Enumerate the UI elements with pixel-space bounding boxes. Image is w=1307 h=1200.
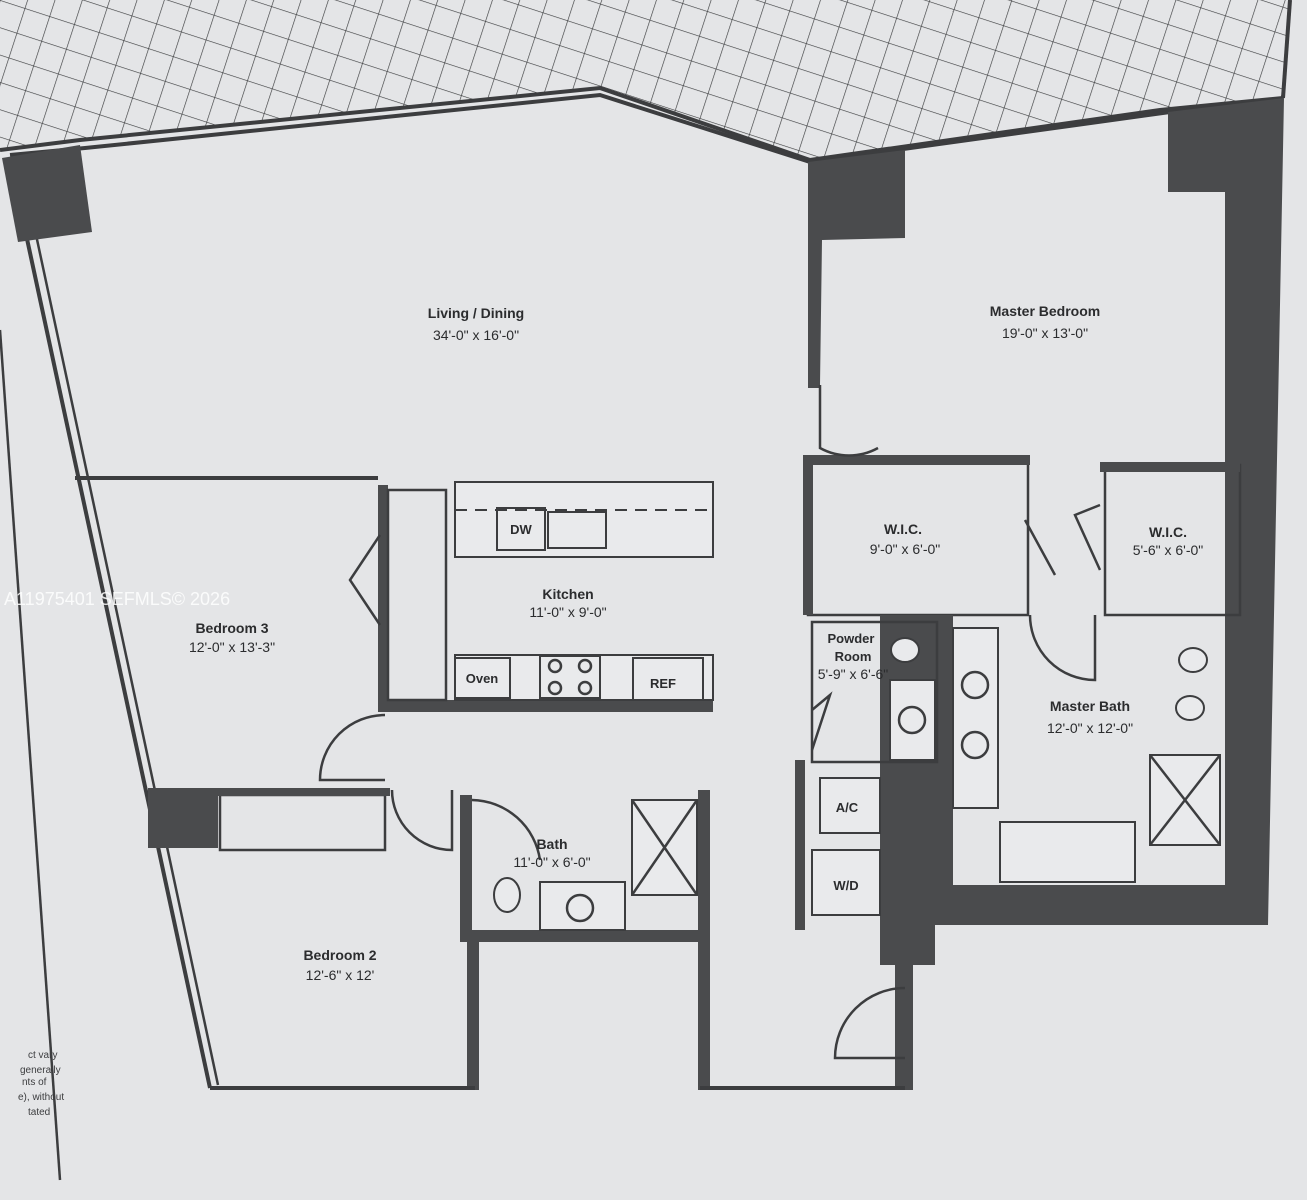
wall-bedroom2-top bbox=[215, 788, 390, 796]
bedroom2-dims: 12'-6" x 12' bbox=[306, 967, 375, 983]
oven[interactable] bbox=[454, 657, 511, 699]
toilet-icon bbox=[1178, 647, 1208, 673]
door-powder[interactable] bbox=[810, 691, 833, 751]
wall-wic-top bbox=[805, 455, 1030, 465]
master-vanity[interactable] bbox=[952, 627, 999, 809]
bedroom3-dims: 12'-0" x 13'-3" bbox=[189, 639, 275, 655]
exterior-glass-wall-left bbox=[8, 159, 212, 1089]
svg-text:nts of: nts of bbox=[22, 1077, 47, 1088]
door-wic1[interactable] bbox=[1023, 519, 1057, 576]
wall-bath-bottom bbox=[460, 930, 710, 942]
bath-dims: 11'-0" x 6'-0" bbox=[513, 854, 590, 870]
master-bedroom-dims: 19'-0" x 13'-0" bbox=[1002, 325, 1088, 341]
kitchen-dims: 11'-0" x 9'-0" bbox=[529, 604, 606, 620]
wall-kitchen-left bbox=[378, 485, 388, 710]
wall-bedroom2-right bbox=[467, 940, 479, 1090]
bidet-icon bbox=[1175, 695, 1205, 721]
wall-kitchen-bottom bbox=[378, 700, 713, 712]
balcony-edge bbox=[1281, 0, 1292, 99]
master-bedroom-label: Master Bedroom bbox=[990, 303, 1100, 319]
toilet-icon bbox=[493, 877, 521, 913]
powder-room-dims: 5'-9" x 6'-6" bbox=[818, 666, 889, 682]
refrigerator[interactable] bbox=[632, 657, 704, 701]
wic2-label: W.I.C. bbox=[1149, 524, 1187, 540]
living-dining-label: Living / Dining bbox=[428, 305, 524, 321]
master-bath-dims: 12'-0" x 12'-0" bbox=[1047, 720, 1133, 736]
bedroom2-label: Bedroom 2 bbox=[303, 947, 376, 963]
glass-wall-inner bbox=[18, 159, 220, 1086]
master-tub[interactable] bbox=[999, 821, 1136, 883]
wall-master-bath-bottom bbox=[935, 885, 1240, 925]
door-master-bedroom[interactable] bbox=[818, 385, 879, 457]
ac-closet[interactable] bbox=[819, 777, 881, 834]
column-top-right bbox=[1168, 98, 1284, 925]
balcony-railing bbox=[0, 85, 1284, 163]
powder-room-label-2: Room bbox=[835, 649, 872, 664]
wall-living-master bbox=[808, 238, 820, 388]
wall-wic2-top bbox=[1100, 462, 1240, 472]
bath-label: Bath bbox=[536, 836, 567, 852]
ac-label: A/C bbox=[836, 800, 859, 815]
living-dining-dims: 34'-0" x 16'-0" bbox=[433, 327, 519, 343]
dishwasher[interactable] bbox=[496, 507, 546, 551]
powder-vanity[interactable] bbox=[889, 679, 936, 761]
wic1-dims: 9'-0" x 6'-0" bbox=[870, 541, 941, 557]
kitchen-sink[interactable] bbox=[547, 511, 607, 549]
wall-wd-left bbox=[795, 760, 805, 930]
bedroom3-closet bbox=[386, 488, 448, 702]
powder-room-outline bbox=[810, 620, 939, 764]
service-core bbox=[880, 615, 935, 965]
sink-icon bbox=[960, 670, 990, 700]
door-bath[interactable] bbox=[471, 798, 542, 861]
toilet-icon bbox=[890, 637, 920, 663]
bedroom3-label: Bedroom 3 bbox=[195, 620, 268, 636]
shower-x bbox=[630, 799, 699, 896]
burner-icon bbox=[577, 658, 593, 674]
exterior-wall-right bbox=[1225, 185, 1243, 925]
wic1-outline bbox=[806, 458, 1030, 617]
bath-vanity[interactable] bbox=[539, 881, 626, 931]
wic2-dims: 5'-6" x 6'-0" bbox=[1133, 542, 1204, 558]
svg-text:ct vary: ct vary bbox=[28, 1050, 57, 1061]
wall-bath-left bbox=[460, 795, 472, 940]
wic2-outline bbox=[1103, 463, 1242, 617]
powder-room-label-1: Powder bbox=[828, 631, 875, 646]
oven-label: Oven bbox=[466, 671, 499, 686]
wic1-label: W.I.C. bbox=[884, 521, 922, 537]
mls-watermark: A11975401 SEFMLS© 2026 bbox=[4, 589, 230, 609]
shower-x bbox=[1149, 754, 1221, 846]
door-entry[interactable] bbox=[833, 986, 906, 1060]
sink-icon bbox=[565, 893, 595, 923]
column-top-left bbox=[2, 145, 92, 242]
kitchen-label: Kitchen bbox=[542, 586, 593, 602]
burner-icon bbox=[547, 658, 563, 674]
wall-entry-bottom bbox=[895, 925, 913, 1090]
burner-icon bbox=[547, 680, 563, 696]
wd-closet[interactable] bbox=[811, 849, 881, 916]
exterior-edge-line bbox=[0, 329, 62, 1181]
wd-label: W/D bbox=[833, 878, 858, 893]
dishwasher-label: DW bbox=[510, 522, 532, 537]
door-bedroom3[interactable] bbox=[318, 713, 386, 782]
wall-wic-left bbox=[803, 455, 813, 615]
disclaimer-note: ct vary generally nts of e), without tat… bbox=[18, 1050, 64, 1118]
door-wic2[interactable] bbox=[1073, 503, 1102, 571]
svg-text:e), without: e), without bbox=[18, 1092, 64, 1103]
bedroom2-closet bbox=[218, 793, 387, 852]
svg-text:generally: generally bbox=[20, 1065, 61, 1076]
door-bedroom2[interactable] bbox=[390, 789, 454, 852]
column-bedroom2 bbox=[148, 788, 218, 848]
closet-door[interactable] bbox=[348, 534, 382, 626]
column-top-center bbox=[808, 150, 905, 385]
master-bath-label: Master Bath bbox=[1050, 698, 1130, 714]
balcony-terrace bbox=[0, 0, 1290, 160]
sink-icon bbox=[960, 730, 990, 760]
refrigerator-label: REF bbox=[650, 676, 676, 691]
svg-text:tated: tated bbox=[28, 1107, 50, 1118]
sink-icon bbox=[897, 705, 927, 735]
door-master-bath[interactable] bbox=[1028, 614, 1097, 682]
wall-bath-separator bbox=[935, 615, 953, 885]
burner-icon bbox=[577, 680, 593, 696]
